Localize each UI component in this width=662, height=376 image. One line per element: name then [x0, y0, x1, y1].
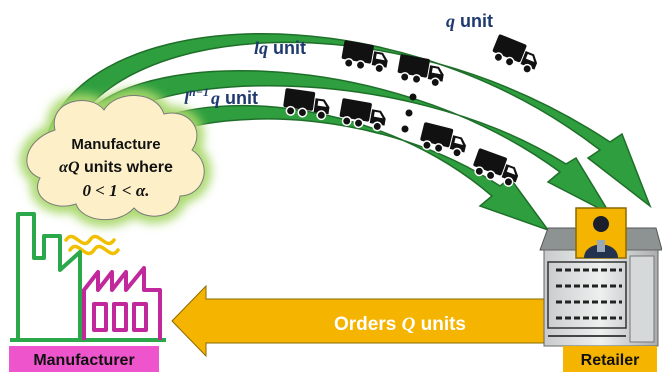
- production-cloud: Manufacture αQ units where 0 < 1 < α.: [19, 88, 212, 227]
- flow-arrow-q: [43, 32, 652, 209]
- truck-icon: [339, 39, 391, 75]
- flow-label-q: q unit: [446, 11, 493, 31]
- retailer-label: Retailer: [581, 352, 640, 369]
- person-icon: [575, 207, 627, 259]
- orders-label: Orders Q units: [334, 314, 466, 335]
- orders-arrow: Orders Q units: [171, 284, 573, 358]
- cloud-line-3: 0 < 1 < α.: [82, 181, 149, 200]
- manufacturer-label: Manufacturer: [33, 352, 134, 369]
- truck-icon: [488, 33, 543, 77]
- retailer-badge: [563, 346, 657, 372]
- trucks: [281, 33, 543, 189]
- smoke-icon: [64, 234, 120, 256]
- cloud-line-2: αQ units where: [59, 159, 173, 176]
- manufacturer-badge: [9, 346, 159, 372]
- factory-icon: [10, 212, 166, 342]
- truck-icon: [417, 121, 470, 160]
- cloud-line-1: Manufacture: [71, 136, 160, 153]
- continuation-dots: [401, 93, 417, 133]
- flow-label-lq: lq unit: [254, 38, 306, 58]
- truck-icon: [395, 53, 447, 89]
